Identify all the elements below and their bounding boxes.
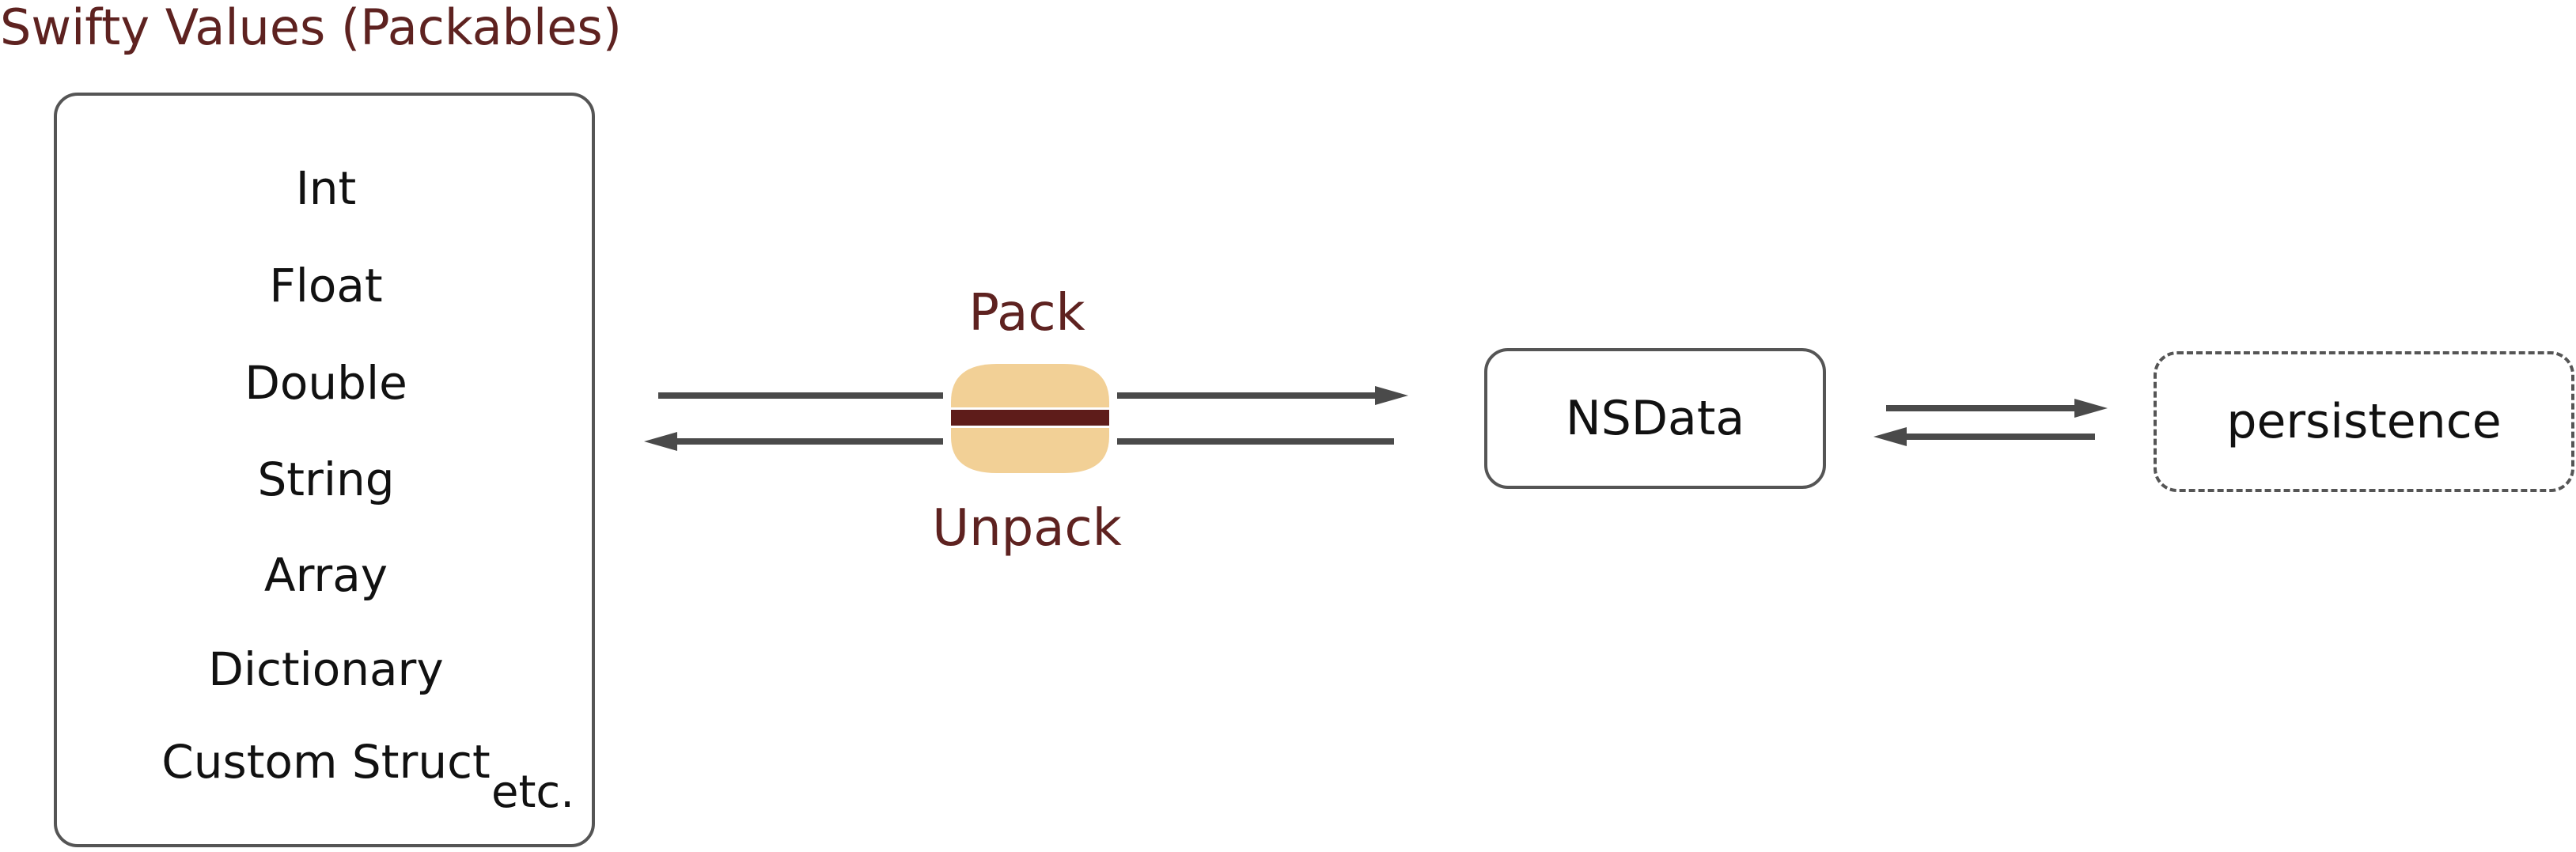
persistence-box: persistence xyxy=(2154,351,2574,492)
swifty-values-box: Int Float Double String Array Dictionary… xyxy=(54,93,595,847)
value-string: String xyxy=(257,453,395,506)
pack-label: Pack xyxy=(968,284,1085,343)
value-array: Array xyxy=(263,548,388,602)
value-int: Int xyxy=(295,161,357,215)
unpack-arrowhead-icon xyxy=(644,432,677,451)
value-double: Double xyxy=(244,356,407,410)
value-etc: etc. xyxy=(491,767,574,818)
nsdata-label: NSData xyxy=(1565,391,1745,446)
nsdata-box: NSData xyxy=(1484,348,1826,489)
value-float: Float xyxy=(269,259,383,312)
persist-arrowhead-icon xyxy=(2074,399,2108,418)
value-dictionary: Dictionary xyxy=(208,642,444,696)
hamburger-icon xyxy=(951,364,1109,473)
diagram-title: Swifty Values (Packables) xyxy=(0,0,622,56)
unpack-label: Unpack xyxy=(932,499,1122,558)
value-custom-struct: Custom Struct xyxy=(161,735,491,789)
pack-arrowhead-icon xyxy=(1375,386,1408,405)
persistence-label: persistence xyxy=(2226,394,2502,449)
load-arrowhead-icon xyxy=(1873,427,1907,446)
